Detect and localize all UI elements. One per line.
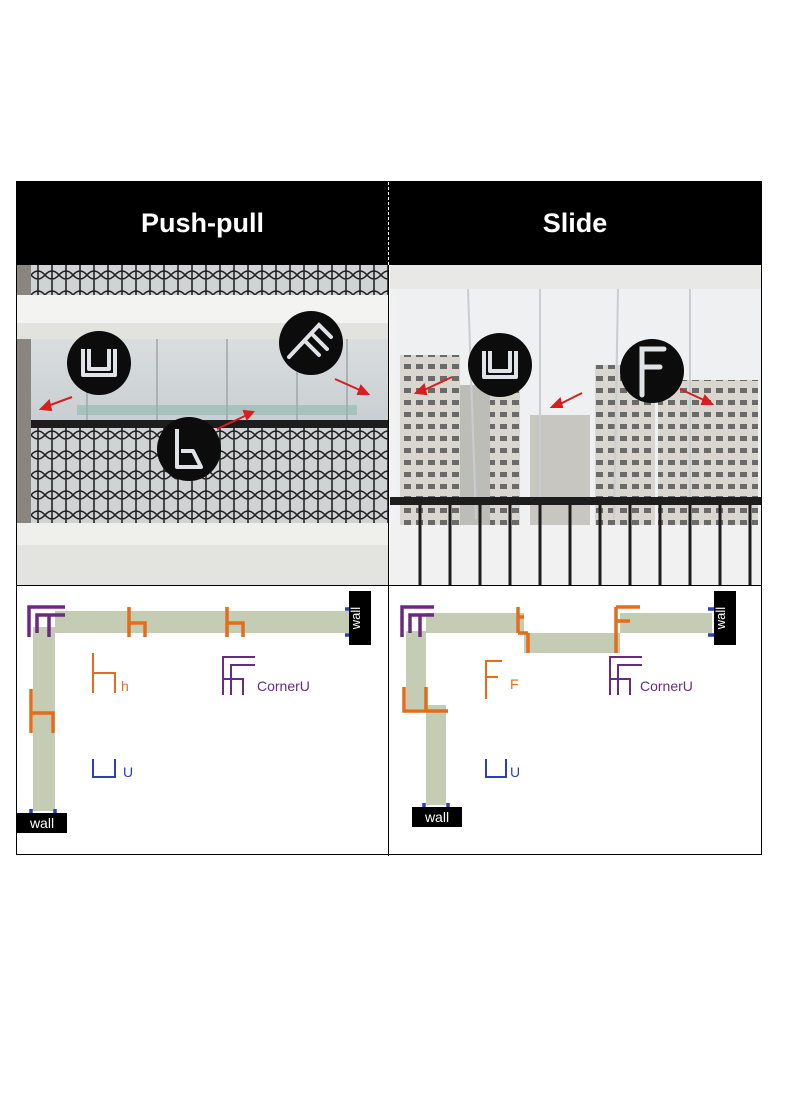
comparison-frame: Push-pull Slide	[16, 181, 762, 856]
f-profile	[614, 605, 640, 653]
arrow-markers	[413, 376, 715, 408]
corner-legend-label: CornerU	[640, 678, 693, 694]
corner-seal-icon	[279, 311, 343, 375]
wall-label-top: wall	[713, 607, 728, 631]
glass-panel	[620, 613, 712, 633]
slide-photo	[390, 265, 761, 585]
h-legend-label: h	[121, 678, 129, 694]
glass-panel	[426, 705, 446, 805]
glass-panel	[406, 631, 426, 709]
u-legend-icon	[485, 759, 507, 778]
u-legend-label: U	[123, 764, 133, 780]
wall-label-bottom: wall	[424, 809, 449, 825]
corner-legend-icon	[609, 656, 642, 695]
f-legend-icon	[485, 660, 502, 699]
h-profile	[225, 607, 245, 637]
center-divider	[388, 265, 389, 856]
slide-title: Slide	[542, 208, 608, 238]
push-pull-photo	[17, 265, 388, 585]
f-profile	[516, 607, 530, 653]
corner-profile	[27, 605, 65, 637]
wall-label-bottom: wall	[29, 815, 54, 831]
u-legend-icon	[92, 759, 116, 778]
corner-legend-icon	[222, 656, 255, 695]
arrow-markers	[38, 378, 371, 430]
u-seal-icon	[67, 331, 131, 395]
photo-diagram-divider	[17, 585, 761, 586]
f-seal-icon	[620, 339, 684, 403]
h-profile	[127, 607, 147, 637]
glass-panel	[426, 613, 524, 633]
f-profile	[402, 687, 448, 713]
header-divider	[388, 182, 389, 265]
h-profile	[29, 689, 55, 733]
glass-panel	[524, 633, 620, 653]
u-legend-label: U	[510, 764, 520, 780]
corner-profile	[400, 605, 434, 637]
wall-label-top: wall	[348, 607, 363, 631]
h-legend-icon	[92, 653, 116, 693]
f-legend-label: F	[510, 676, 519, 692]
u-seal-icon	[468, 333, 532, 397]
slide-diagram: wall wall F CornerU U	[390, 587, 761, 854]
h-seal-icon	[157, 417, 221, 481]
push-pull-title: Push-pull	[141, 208, 264, 238]
glass-panel-left	[33, 627, 55, 811]
header-bar	[17, 182, 761, 265]
corner-legend-label: CornerU	[257, 678, 310, 694]
glass-panel-top	[55, 611, 349, 633]
push-pull-diagram: wall wall h CornerU U	[17, 587, 388, 854]
